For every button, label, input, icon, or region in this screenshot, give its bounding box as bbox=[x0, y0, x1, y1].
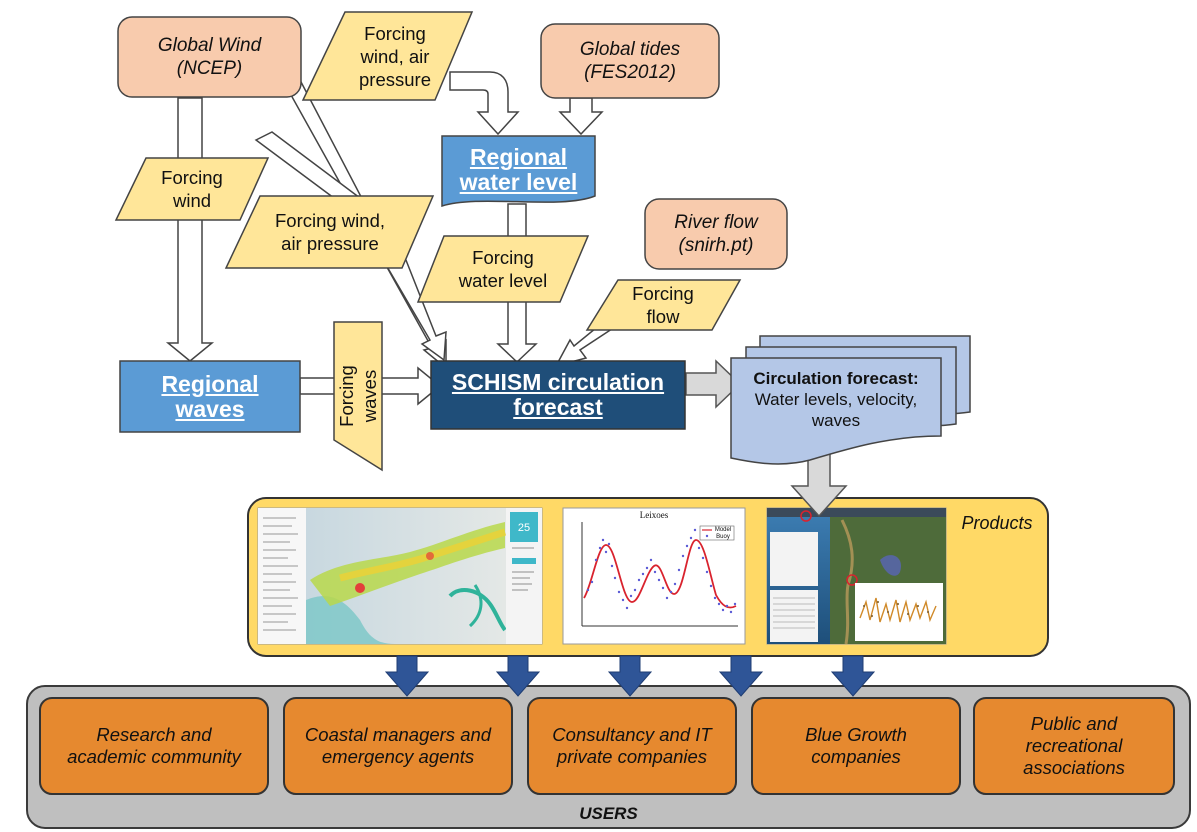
forcing-wind-line-2: wind bbox=[172, 190, 212, 211]
forcing-top-wind-pressure bbox=[301, 11, 474, 101]
user-consultancy-label: Consultancy and IT private companies bbox=[528, 698, 736, 794]
schism-label: SCHISM circulation forecast bbox=[431, 361, 685, 429]
user-bluegrowth-line-1: Blue Growth bbox=[805, 724, 907, 745]
forcing-wind-pressure-line-2: air pressure bbox=[281, 233, 379, 254]
user-research-line-2: academic community bbox=[67, 746, 241, 767]
source-global-tides bbox=[540, 23, 720, 99]
river-flow-label: River flow (snirh.pt) bbox=[645, 199, 787, 269]
regional-water-level-line-2: water level bbox=[459, 169, 578, 195]
forcing-top-wind-pressure-label: Forcing wind, air pressure bbox=[330, 12, 460, 100]
chart-thumbnail-title: Leixoes bbox=[639, 510, 669, 520]
user-research-line-1: Research and bbox=[96, 724, 212, 745]
forcing-flow-line-2: flow bbox=[646, 306, 680, 327]
forcing-flow bbox=[585, 279, 742, 331]
regional-water-level-label: Regional water level bbox=[442, 138, 595, 202]
regional-water-level-line-1: Regional bbox=[469, 144, 568, 170]
user-bluegrowth-line-2: companies bbox=[811, 746, 901, 767]
user-research-label: Research and academic community bbox=[40, 698, 268, 794]
source-global-wind bbox=[117, 16, 302, 98]
model-schism bbox=[430, 360, 686, 430]
schism-to-output-arrow bbox=[685, 359, 742, 409]
products-title: Products bbox=[961, 512, 1033, 533]
forcing-wind-pressure-label: Forcing wind, air pressure bbox=[240, 196, 420, 268]
user-public-line-3: associations bbox=[1023, 757, 1125, 778]
products-to-users-arrows bbox=[384, 655, 876, 697]
chart-legend-buoy: Buoy bbox=[716, 533, 730, 540]
forcing-wind-label: Forcing wind bbox=[130, 158, 254, 220]
product-viewer-thumbnail bbox=[766, 507, 947, 645]
forcing-waves bbox=[333, 321, 383, 472]
model-regional-water-level bbox=[441, 135, 596, 208]
user-box-consultancy bbox=[527, 697, 737, 795]
source-river-flow bbox=[644, 198, 788, 270]
user-box-public bbox=[973, 697, 1175, 795]
user-coastal-line-1: Coastal managers and bbox=[304, 724, 492, 745]
forcing-water-level-label: Forcing water level bbox=[430, 236, 576, 302]
schism-line-2: forecast bbox=[513, 394, 603, 420]
global-wind-line-1: Global Wind bbox=[157, 35, 262, 56]
forcing-wind-pressure bbox=[224, 195, 435, 269]
chart-legend-model: Model bbox=[714, 526, 732, 533]
forcing-flow-line-1: Forcing bbox=[632, 283, 694, 304]
forcing-top-line-3: pressure bbox=[359, 68, 431, 90]
user-box-coastal bbox=[283, 697, 513, 795]
forcing-waves-line-1: Forcing bbox=[336, 365, 357, 427]
global-tides-label: Global tides (FES2012) bbox=[541, 24, 719, 98]
user-public-line-1: Public and bbox=[1030, 713, 1118, 734]
user-consultancy-line-1: Consultancy and IT bbox=[552, 724, 712, 745]
output-line-2: waves bbox=[811, 410, 861, 430]
global-tides-line-2: (FES2012) bbox=[584, 62, 676, 83]
forcing-wind-line-1: Forcing bbox=[161, 167, 223, 188]
output-line-1: Water levels, velocity, bbox=[754, 389, 918, 409]
regional-waves-line-1: Regional bbox=[161, 370, 259, 397]
forcing-waves-line-2: waves bbox=[359, 369, 380, 423]
forcing-flow-label: Forcing flow bbox=[600, 280, 726, 330]
schism-line-1: SCHISM circulation bbox=[451, 369, 665, 395]
forcing-top-line-1: Forcing bbox=[364, 22, 426, 44]
forcing-wind bbox=[114, 157, 270, 221]
user-box-bluegrowth bbox=[751, 697, 961, 795]
forcing-wind-pressure-line-1: Forcing wind, bbox=[274, 210, 385, 231]
users-title: USERS bbox=[579, 804, 638, 823]
output-label: Circulation forecast: Water levels, velo… bbox=[731, 362, 941, 436]
forcing-top-line-2: wind, air bbox=[360, 45, 430, 67]
output-title: Circulation forecast: bbox=[753, 368, 919, 388]
user-coastal-line-2: emergency agents bbox=[321, 746, 475, 767]
product-chart-thumbnail bbox=[562, 507, 746, 645]
user-public-line-2: recreational bbox=[1025, 735, 1123, 756]
output-to-products-arrow bbox=[790, 451, 848, 518]
global-tides-line-1: Global tides bbox=[579, 39, 681, 60]
global-wind-line-2: (NCEP) bbox=[176, 58, 243, 79]
user-coastal-label: Coastal managers and emergency agents bbox=[284, 698, 512, 794]
product-map-thumbnail: 25 bbox=[257, 507, 543, 645]
model-regional-waves bbox=[119, 360, 301, 433]
forcing-water-level-line-2: water level bbox=[458, 270, 548, 291]
river-flow-line-1: River flow bbox=[674, 212, 758, 233]
svg-text:25: 25 bbox=[518, 522, 530, 534]
global-wind-label: Global Wind (NCEP) bbox=[118, 17, 301, 97]
user-consultancy-line-2: private companies bbox=[556, 746, 708, 767]
user-box-research bbox=[39, 697, 269, 795]
forcing-water-level-line-1: Forcing bbox=[472, 247, 534, 268]
regional-waves-line-2: waves bbox=[175, 395, 245, 422]
user-bluegrowth-label: Blue Growth companies bbox=[752, 698, 960, 794]
user-public-label: Public and recreational associations bbox=[974, 698, 1174, 794]
forcing-water-level bbox=[416, 235, 590, 303]
regional-waves-label: Regional waves bbox=[120, 361, 300, 432]
forcing-waves-label: Forcing waves bbox=[334, 321, 382, 471]
output-documents bbox=[730, 335, 971, 465]
river-flow-line-2: (snirh.pt) bbox=[678, 235, 754, 256]
